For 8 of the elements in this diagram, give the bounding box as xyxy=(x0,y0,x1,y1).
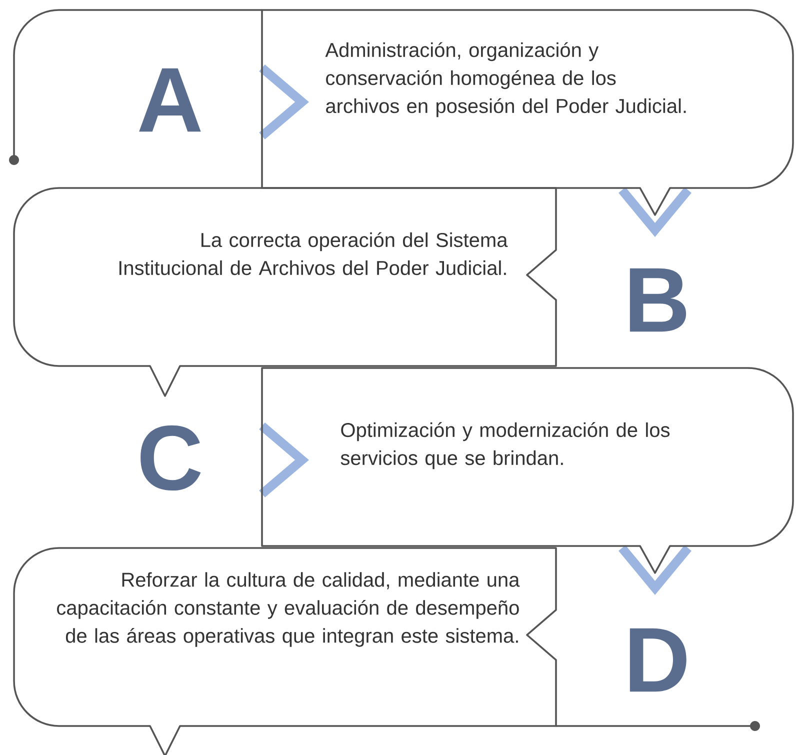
step-text: Optimización y modernización de los servicios que se brindan. xyxy=(340,422,670,470)
step-text: Reforzar la cultura de calidad, mediante una capacitación constante y evaluación de desempeño de las áreas operativas que integran este sistema. xyxy=(57,572,520,647)
step-letter: D xyxy=(630,628,686,692)
step-text: La correcta operación del Sistema Institucional de Archivos del Poder Judicial. xyxy=(119,232,508,276)
step-text: Administración, organización y conservación homogénea de los archivos en posesión del Poder Judicial. xyxy=(325,42,686,118)
step-letter: A xyxy=(139,68,201,132)
step-letter: C xyxy=(140,425,201,491)
step-letter: B xyxy=(630,268,686,332)
